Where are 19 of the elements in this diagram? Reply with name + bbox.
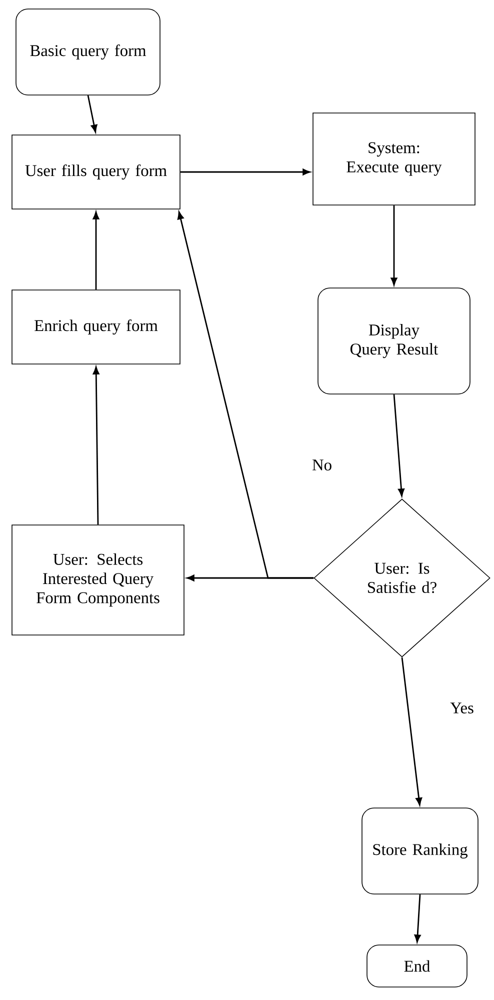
process-box: Enrich query form [12, 290, 180, 364]
arrow [92, 366, 100, 525]
arrow [401, 657, 422, 806]
terminal-box: Basic query form [16, 8, 160, 96]
arrow [92, 212, 100, 290]
terminal-box: Store Ranking [362, 808, 478, 894]
process-box: User fills query form [12, 134, 180, 210]
arrow [414, 894, 421, 942]
edge-label: Yes [448, 700, 476, 716]
arrow [87, 95, 98, 132]
arrow [177, 212, 314, 579]
terminal-box: End [366, 944, 468, 988]
process-box: System: Execute query [312, 112, 476, 206]
arrow [180, 168, 310, 176]
edge-label: No [310, 458, 334, 472]
arrow [390, 205, 398, 286]
process-box: User: Selects Interested Query Form Components [12, 524, 184, 636]
arrow [393, 394, 404, 496]
terminal-box: Display Query Result [318, 288, 470, 394]
